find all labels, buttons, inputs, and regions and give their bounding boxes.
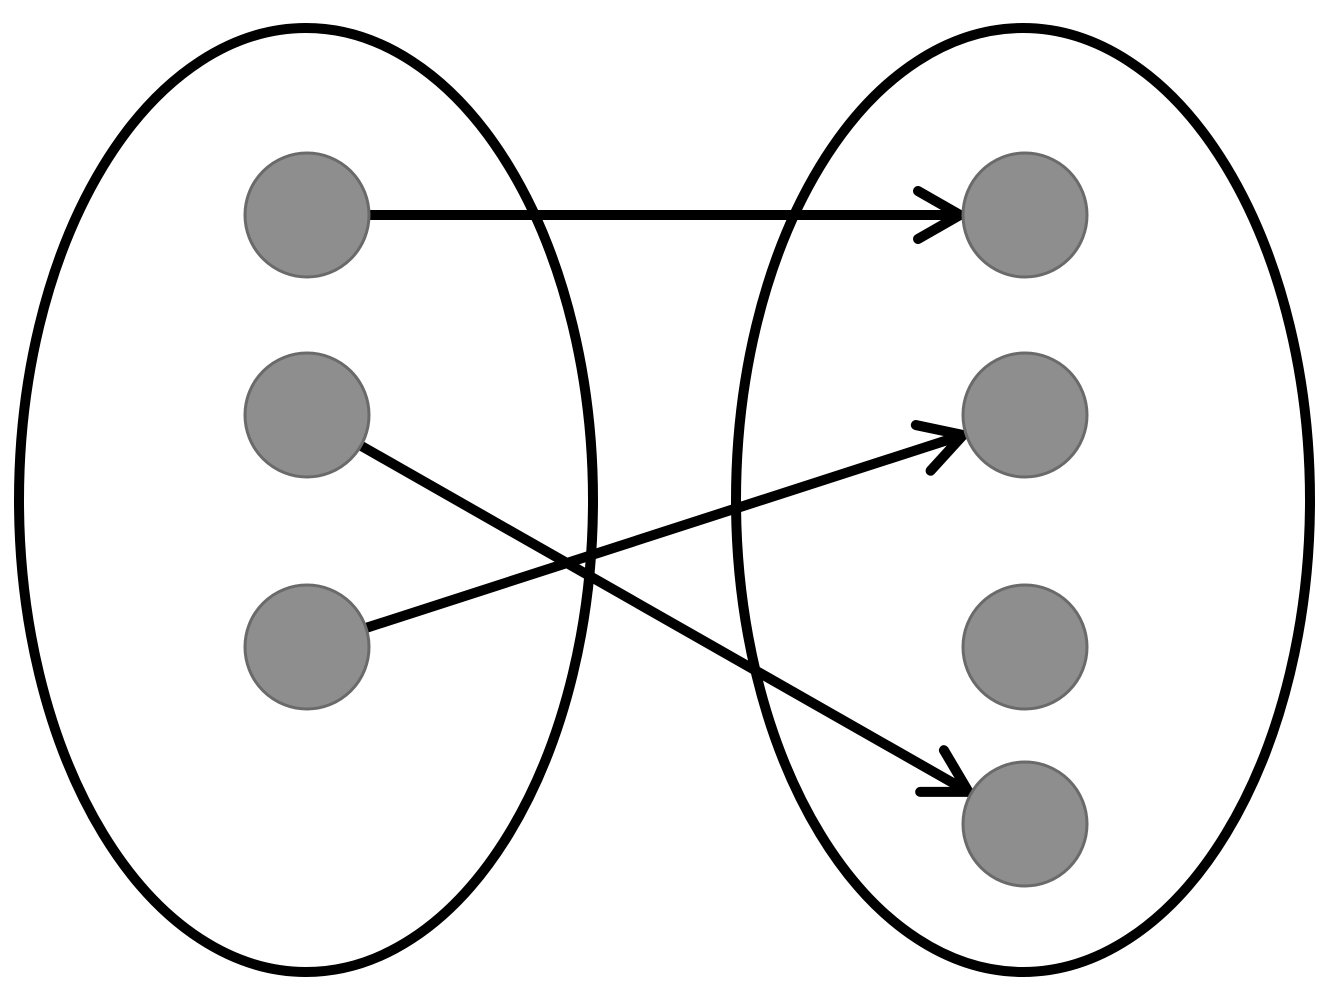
codomain-node-c4 bbox=[961, 760, 1089, 888]
codomain-node-c2 bbox=[961, 351, 1089, 479]
domain-set-ellipse bbox=[14, 23, 598, 977]
domain-node-d3 bbox=[243, 583, 371, 711]
domain-node-d2 bbox=[243, 351, 371, 479]
codomain-node-c1 bbox=[961, 151, 1089, 279]
sets-layer bbox=[14, 23, 1315, 977]
arrow-d1-to-c1 bbox=[364, 186, 965, 244]
arrow-d3-to-c2 bbox=[360, 420, 969, 633]
arrow-d2-to-c4 bbox=[355, 440, 974, 797]
arrow-shaft bbox=[355, 440, 974, 797]
arrow-head bbox=[910, 420, 969, 476]
arrow-head bbox=[913, 186, 965, 244]
domain-node-d1 bbox=[243, 151, 371, 279]
codomain-set-ellipse bbox=[731, 23, 1315, 977]
arrow-shaft bbox=[360, 429, 969, 633]
nodes-layer bbox=[243, 151, 1089, 888]
arrow-head bbox=[915, 745, 974, 797]
arrows-layer bbox=[355, 186, 974, 797]
codomain-node-c3 bbox=[961, 583, 1089, 711]
